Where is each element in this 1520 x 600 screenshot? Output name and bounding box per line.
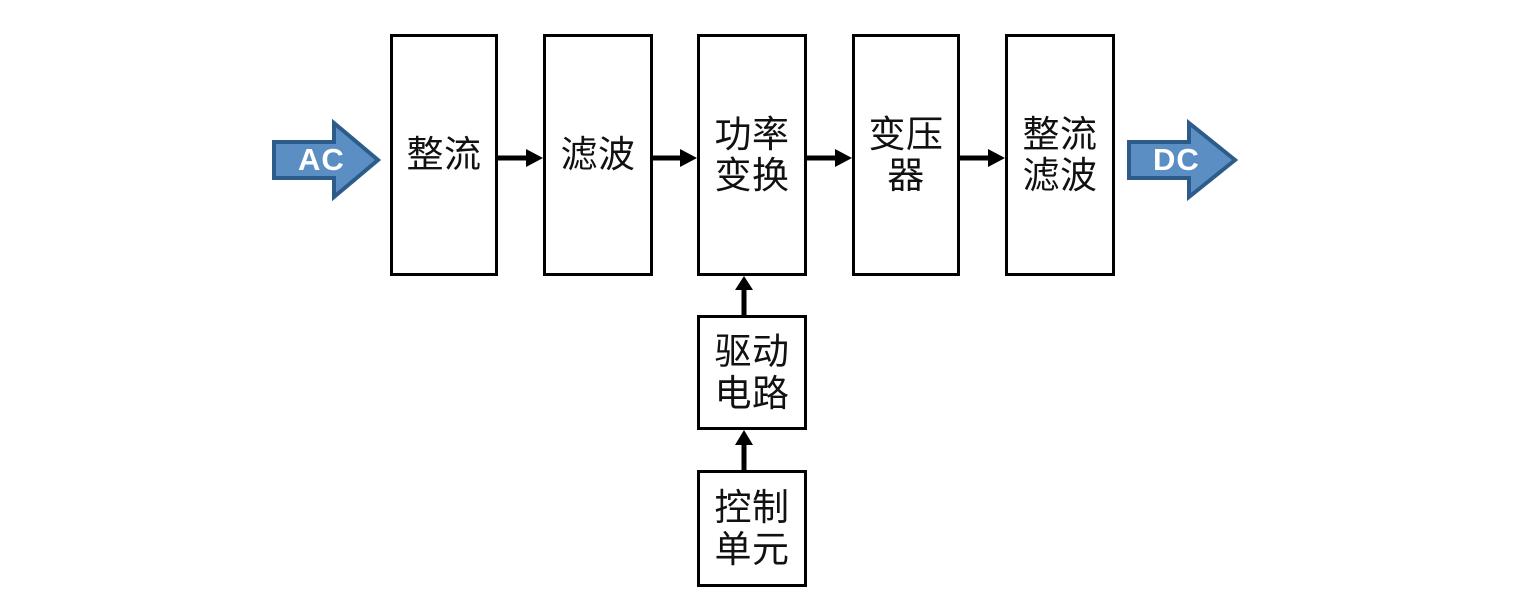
- process-box-label: 整流 滤波: [1022, 112, 1098, 197]
- process-box-drive-circuit[interactable]: 驱动 电路: [697, 315, 807, 430]
- ac-input-arrow[interactable]: AC: [272, 118, 382, 202]
- process-box-transformer[interactable]: 变压 器: [852, 34, 960, 276]
- process-box-label: 控制 单元: [714, 486, 790, 571]
- process-box-power-conversion[interactable]: 功率 变换: [697, 34, 807, 276]
- connector-transformer-to-rectifier-filter: [960, 148, 1005, 168]
- process-box-label: 驱动 电路: [714, 330, 790, 415]
- process-box-label: 变压 器: [868, 112, 944, 197]
- process-box-control-unit[interactable]: 控制 单元: [697, 470, 807, 587]
- connector-drive-to-power-conversion: [734, 276, 754, 315]
- dc-arrow-shape: [1127, 118, 1239, 202]
- connector-rectifier-to-filter: [498, 148, 543, 168]
- process-box-rectifier-filter[interactable]: 整流 滤波: [1005, 34, 1115, 276]
- connector-filter-to-power-conversion: [653, 148, 697, 168]
- process-box-label: 功率 变换: [714, 112, 790, 197]
- dc-output-arrow[interactable]: DC: [1127, 118, 1239, 202]
- process-box-rectifier[interactable]: 整流: [390, 34, 498, 276]
- process-box-label: 滤波: [560, 133, 636, 177]
- process-box-label: 整流: [406, 133, 482, 177]
- process-box-filter[interactable]: 滤波: [543, 34, 653, 276]
- connector-power-conversion-to-transformer: [807, 148, 852, 168]
- ac-arrow-shape: [272, 118, 382, 202]
- connector-control-to-drive: [734, 430, 754, 470]
